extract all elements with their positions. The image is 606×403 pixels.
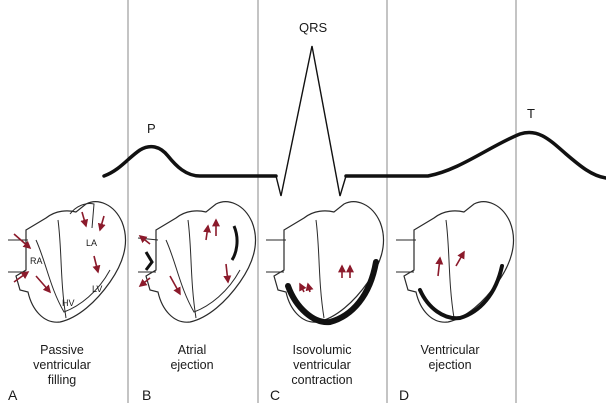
caption-a: Passive ventricular filling xyxy=(33,343,91,387)
label-lv: LV xyxy=(92,284,102,294)
panel-letter-b: B xyxy=(142,387,151,403)
caption-line: ventricular xyxy=(293,358,351,372)
label-hv: HV xyxy=(62,298,75,308)
caption-line: Isovolumic xyxy=(292,343,351,357)
caption-line: ejection xyxy=(170,358,213,372)
vena-cava xyxy=(266,240,286,272)
caption-b: Atrial ejection xyxy=(170,343,213,372)
caption-line: Ventricular xyxy=(420,343,479,357)
panel-letter-a: A xyxy=(8,387,18,403)
caption-line: Passive xyxy=(40,343,84,357)
ecg-waveform: P QRS T xyxy=(104,20,606,196)
vena-cava xyxy=(396,240,416,272)
caption-line: contraction xyxy=(291,373,352,387)
ecg-baseline-p-wave xyxy=(104,147,276,176)
heart-outline xyxy=(146,202,256,322)
qrs-label: QRS xyxy=(299,20,328,35)
p-wave-label: P xyxy=(147,121,156,136)
ecg-qrs-complex xyxy=(276,46,346,196)
caption-line: Atrial xyxy=(178,343,206,357)
caption-line: filling xyxy=(48,373,77,387)
heart-outline xyxy=(274,202,384,322)
flow-arrow xyxy=(140,236,150,244)
heart-panel-b xyxy=(138,202,256,322)
panel-letter-d: D xyxy=(399,387,409,403)
caption-line: ejection xyxy=(428,358,471,372)
vena-cava xyxy=(8,240,28,272)
label-la: LA xyxy=(86,238,97,248)
caption-line: ventricular xyxy=(33,358,91,372)
heart-panel-c xyxy=(266,202,384,322)
caption-d: Ventricular ejection xyxy=(420,343,479,372)
t-wave-label: T xyxy=(527,106,535,121)
ecg-baseline-t-wave xyxy=(346,132,606,178)
heart-panel-a: RA LA LV HV xyxy=(8,202,126,322)
caption-c: Isovolumic ventricular contraction xyxy=(291,343,352,387)
heart-panel-d xyxy=(396,202,514,322)
label-ra: RA xyxy=(30,256,43,266)
panel-letter-c: C xyxy=(270,387,280,403)
